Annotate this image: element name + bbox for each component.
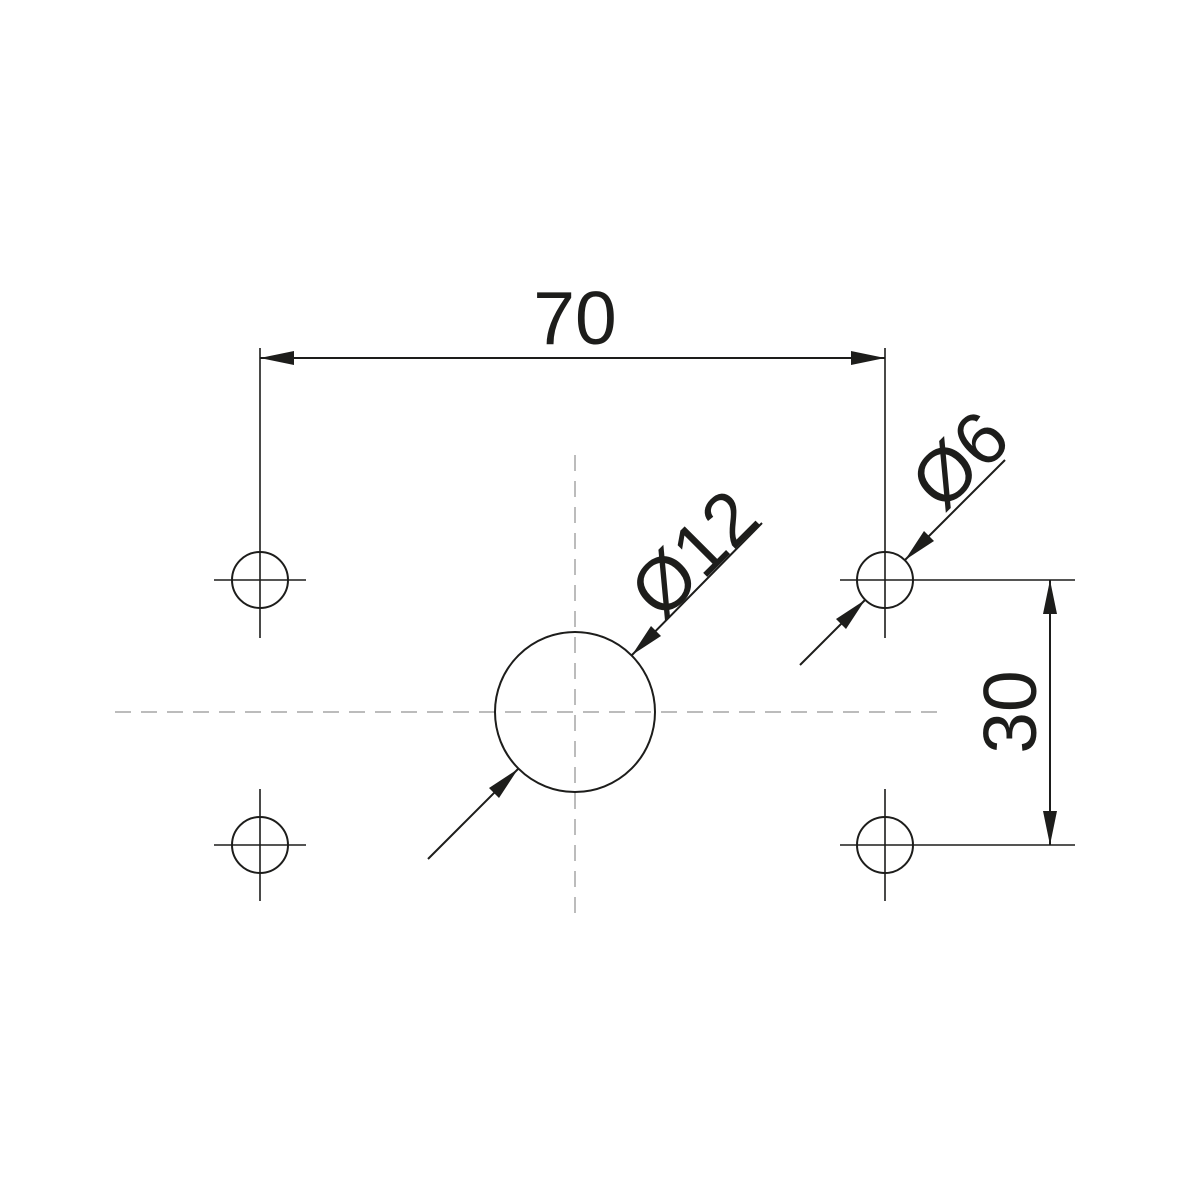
arrowhead-left-icon <box>260 351 294 365</box>
arrowhead-up-icon <box>1043 580 1057 614</box>
diameter-label-d6: Ø6 <box>895 395 1025 525</box>
leader-arrowhead-d6-icon <box>905 531 934 560</box>
extension-lines <box>214 348 1075 901</box>
dimension-vertical-30: 30 <box>968 580 1057 845</box>
arrowhead-right-icon <box>851 351 885 365</box>
dimension-label-70: 70 <box>533 276 616 360</box>
leader-arrowhead-d12-lower-icon <box>489 769 518 798</box>
diameter-label-d12: Ø12 <box>614 474 774 634</box>
arrowhead-down-icon <box>1043 811 1057 845</box>
centerlines <box>115 455 940 920</box>
dimension-label-30: 30 <box>968 670 1052 753</box>
leader-corner-hole: Ø6 <box>799 395 1025 666</box>
dimension-horizontal-70: 70 <box>260 276 885 365</box>
leader-arrowhead-d6-lower-icon <box>836 600 865 629</box>
leader-arrowhead-d12-icon <box>632 626 661 655</box>
leader-center-hole: Ø12 <box>427 474 774 860</box>
center-hole-circle <box>494 631 656 793</box>
